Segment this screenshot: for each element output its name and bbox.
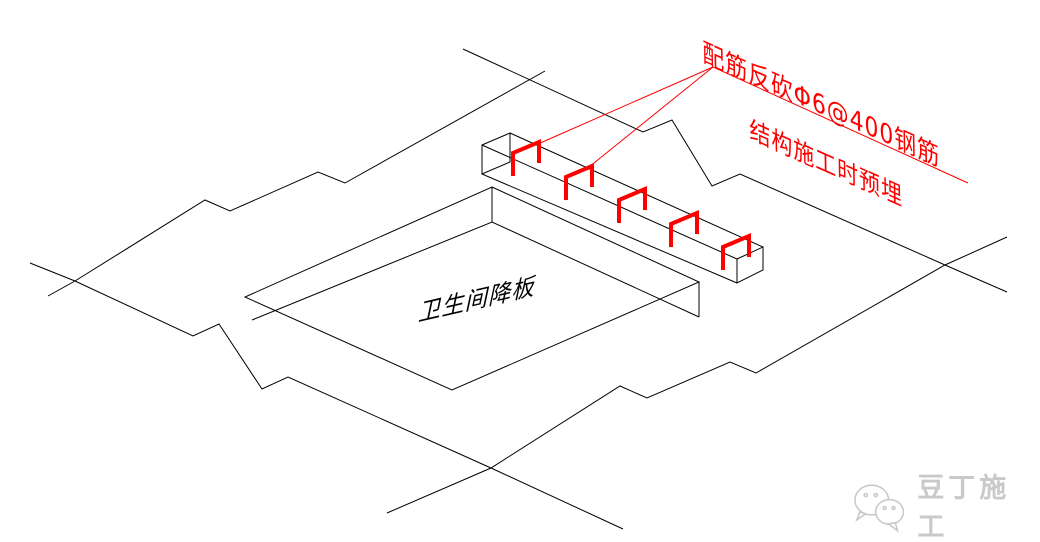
- annotation-underline: [712, 66, 969, 184]
- stirrup-4: [669, 209, 699, 247]
- floor-edge-lower-left: [29, 262, 624, 530]
- stirrup-1: [511, 138, 541, 176]
- beam-right-end-face: [736, 246, 764, 284]
- watermark: 豆丁施工: [846, 466, 1040, 542]
- stirrup-2: [564, 162, 594, 200]
- watermark-text: 豆丁施工: [917, 473, 1011, 542]
- beam-top-far-edge: [509, 132, 764, 248]
- floor-edge-upper-left: [47, 70, 546, 297]
- stirrup-3: [617, 185, 647, 223]
- floor-edge-upper-right: [462, 48, 1008, 293]
- leader-line-2: [588, 66, 714, 168]
- beam-left-end-face: [481, 132, 511, 175]
- leader-line-1: [537, 66, 714, 145]
- sunken-opening-rim: [243, 186, 701, 391]
- floor-edge-lower-right: [386, 236, 1008, 514]
- sunken-floor-bottom-edges: [251, 221, 700, 321]
- stirrup-5: [721, 232, 751, 270]
- beam-top-near-edge: [481, 144, 738, 260]
- wechat-icon: [854, 484, 905, 533]
- beam-bottom-near-edge: [481, 173, 738, 284]
